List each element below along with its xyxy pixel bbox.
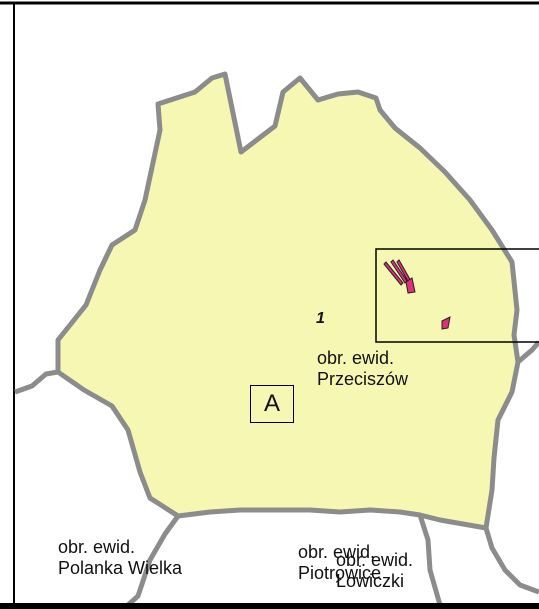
parcel-number-label: 1 [316, 310, 325, 327]
precinct-label-line2: Przeciszów [317, 369, 409, 389]
precinct-label-przeciszow: obr. ewid. Przeciszów [317, 348, 408, 390]
boundary-south-middle [417, 514, 443, 606]
precinct-label-line1: obr. ewid. [298, 542, 376, 562]
precinct-label-piotrowice: obr. ewid. Piotrowice [298, 542, 381, 584]
boundary-west [14, 369, 59, 395]
boundary-south-west [126, 514, 181, 607]
parcel-strip-1[interactable] [383, 261, 404, 286]
boundary-north-east [516, 340, 539, 364]
parcel-polygon-1[interactable] [405, 277, 416, 294]
precinct-label-polanka: obr. ewid. Polanka Wielka [58, 537, 182, 579]
precinct-label-line2: Polanka Wielka [58, 558, 183, 578]
zone-label-box[interactable]: A [250, 385, 294, 423]
precinct-label-line1: obr. ewid. [317, 348, 395, 368]
precinct-label-line2: Łowiczki [336, 571, 405, 591]
precinct-area-przeciszow[interactable] [55, 71, 521, 531]
precinct-label-lowiczki: obr. ewid. Łowiczki [336, 550, 413, 592]
precinct-label-line1: obr. ewid. [58, 537, 136, 557]
parcel-polygon-2[interactable] [441, 316, 451, 330]
boundary-south-east [483, 527, 539, 595]
precinct-label-line2: Piotrowice [298, 563, 382, 583]
precinct-label-line1: obr. ewid. [336, 550, 414, 570]
inset-frame[interactable] [375, 248, 539, 343]
